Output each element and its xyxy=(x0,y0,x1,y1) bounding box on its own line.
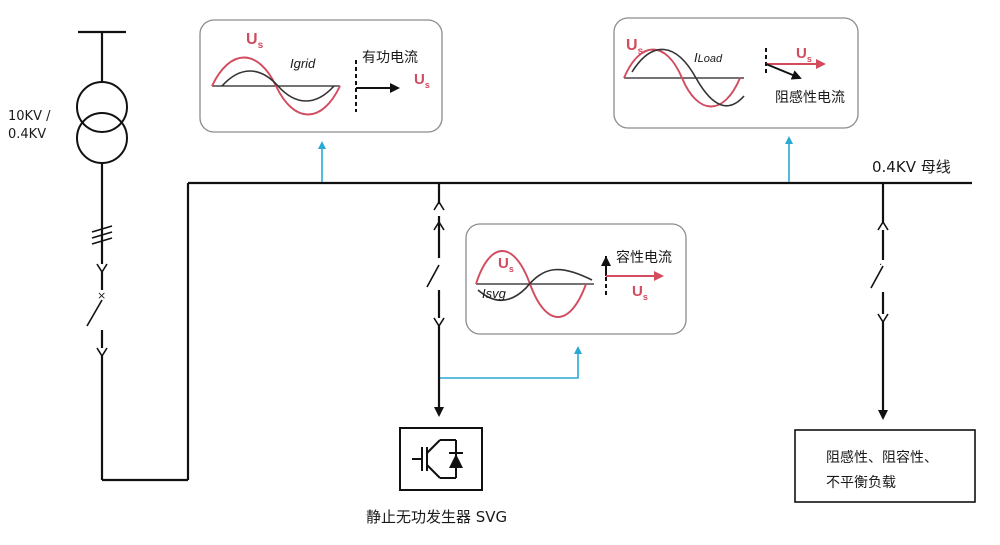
svg-text:Us: Us xyxy=(414,71,430,90)
load-branch: · xyxy=(870,183,889,420)
svg-branch xyxy=(426,183,445,417)
svg-text:Us: Us xyxy=(246,31,264,51)
chevron-down-icon xyxy=(96,263,108,274)
svg-text:Us: Us xyxy=(498,255,514,274)
grid-current-text: 有功电流 xyxy=(362,50,418,66)
svg-switch-blade xyxy=(426,264,440,288)
contact-x-icon: × xyxy=(97,289,106,302)
svg-text:ILoad: ILoad xyxy=(694,50,723,65)
svg-device-caption: 静止无功发生器 SVG xyxy=(366,508,507,526)
svg-text:·: · xyxy=(879,260,882,271)
load-current-panel: Us ILoad Us 阻感性电流 xyxy=(613,17,859,129)
transformer-label-line1: 10KV / xyxy=(8,109,51,124)
svg-current-text: 容性电流 xyxy=(616,249,672,266)
grid-current-label: Igrid xyxy=(290,56,316,71)
grid-current-panel: Us Igrid 有功电流 Us xyxy=(199,19,443,133)
load-switch-blade xyxy=(870,265,884,289)
svg-text:Us: Us xyxy=(626,37,644,57)
transformer-icon xyxy=(76,81,128,164)
load-box-line1: 阻感性、阻容性、 xyxy=(826,449,938,466)
incoming-feeder: × xyxy=(76,30,190,482)
load-box xyxy=(794,429,976,503)
switch-blade xyxy=(86,299,103,327)
svg-current-label: Isvg xyxy=(482,286,507,301)
svg-link-arrow xyxy=(440,346,582,379)
svg-text:Us: Us xyxy=(796,45,812,64)
svg-text:Us: Us xyxy=(632,283,648,302)
svg-current-panel: Us Isvg 容性电流 Us xyxy=(465,223,687,335)
transformer-label-line2: 0.4KV xyxy=(8,127,46,142)
svg-device-icon xyxy=(399,427,483,491)
load-current-text: 阻感性电流 xyxy=(775,89,845,106)
load-box-line2: 不平衡负载 xyxy=(826,475,896,491)
load-current-arrow xyxy=(765,63,802,80)
load-current-label: I xyxy=(694,50,698,65)
bus-label: 0.4KV 母线 xyxy=(872,158,951,176)
